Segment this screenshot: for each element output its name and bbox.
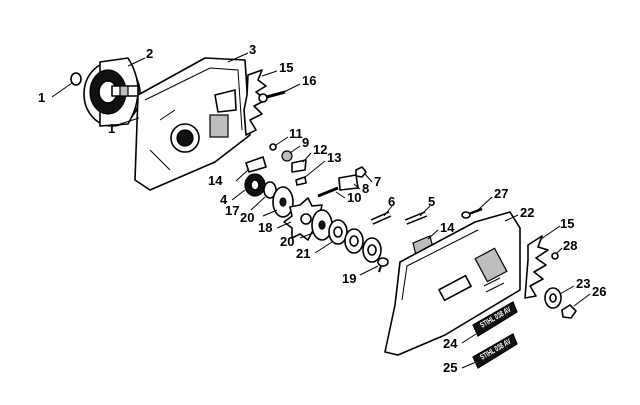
callout-15-right: 15 (560, 216, 574, 231)
washer-20a (272, 186, 294, 218)
callout-17: 17 (225, 203, 239, 218)
screw-16 (258, 90, 286, 103)
callout-12: 12 (313, 142, 327, 157)
nut-11 (269, 143, 277, 151)
screw-19 (377, 257, 389, 273)
callout-21: 21 (296, 246, 310, 261)
stud-6 (370, 211, 392, 225)
callout-14-lower: 14 (440, 220, 455, 235)
callout-22: 22 (520, 205, 534, 220)
callout-13: 13 (327, 150, 341, 165)
callout-14-upper: 14 (208, 173, 223, 188)
leader-lines (51, 52, 591, 369)
callout-24: 24 (443, 336, 458, 351)
callout-23: 23 (576, 276, 590, 291)
washer-21b (344, 228, 364, 254)
decal-25: STIHL 038 AV (472, 333, 518, 369)
nut-28 (551, 252, 559, 260)
nut-26 (561, 304, 577, 319)
callout-26: 26 (592, 284, 606, 299)
spacer-23 (544, 287, 562, 309)
callout-8: 8 (362, 181, 369, 196)
clutch-drum (83, 57, 141, 127)
callout-6: 6 (388, 194, 395, 209)
nut-7 (355, 166, 367, 178)
callout-4: 4 (220, 192, 228, 207)
callout-20-upper: 20 (240, 210, 254, 225)
sprocket-cover (384, 211, 521, 356)
callout-28: 28 (563, 238, 577, 253)
needle-cage (244, 173, 266, 197)
callout-25: 25 (443, 360, 457, 375)
bumper-spike-right (524, 235, 549, 299)
callout-9: 9 (302, 135, 309, 150)
callout-16: 16 (302, 73, 316, 88)
callout-15-top: 15 (279, 60, 293, 75)
callout-3: 3 (249, 42, 256, 57)
callout-1-left: 1 (38, 90, 45, 105)
bumper-spike-top (243, 69, 267, 136)
callout-2: 2 (146, 46, 153, 61)
plate-8 (338, 174, 359, 191)
clip-12 (291, 159, 307, 173)
callout-10: 10 (347, 190, 361, 205)
washer-21c (362, 237, 382, 263)
callout-7: 7 (374, 174, 381, 189)
screw-27 (461, 207, 483, 219)
callout-labels: 1 1 2 3 15 16 11 9 12 13 14 7 4 8 17 10 … (38, 42, 606, 375)
callout-11: 11 (289, 126, 303, 141)
pin-13 (295, 176, 307, 186)
callout-5: 5 (428, 194, 435, 209)
washer-left (70, 72, 82, 86)
callout-1-right: 1 (108, 121, 115, 136)
crankcase-side (134, 57, 251, 191)
bolt-10 (317, 186, 339, 198)
guide-plate-14 (245, 156, 267, 173)
callout-19: 19 (342, 271, 356, 286)
callout-27: 27 (494, 186, 508, 201)
collar-9 (281, 150, 293, 162)
stud-5 (404, 211, 428, 225)
washer-21a (328, 219, 348, 245)
callout-18: 18 (258, 220, 272, 235)
callout-20-lower: 20 (280, 234, 294, 249)
